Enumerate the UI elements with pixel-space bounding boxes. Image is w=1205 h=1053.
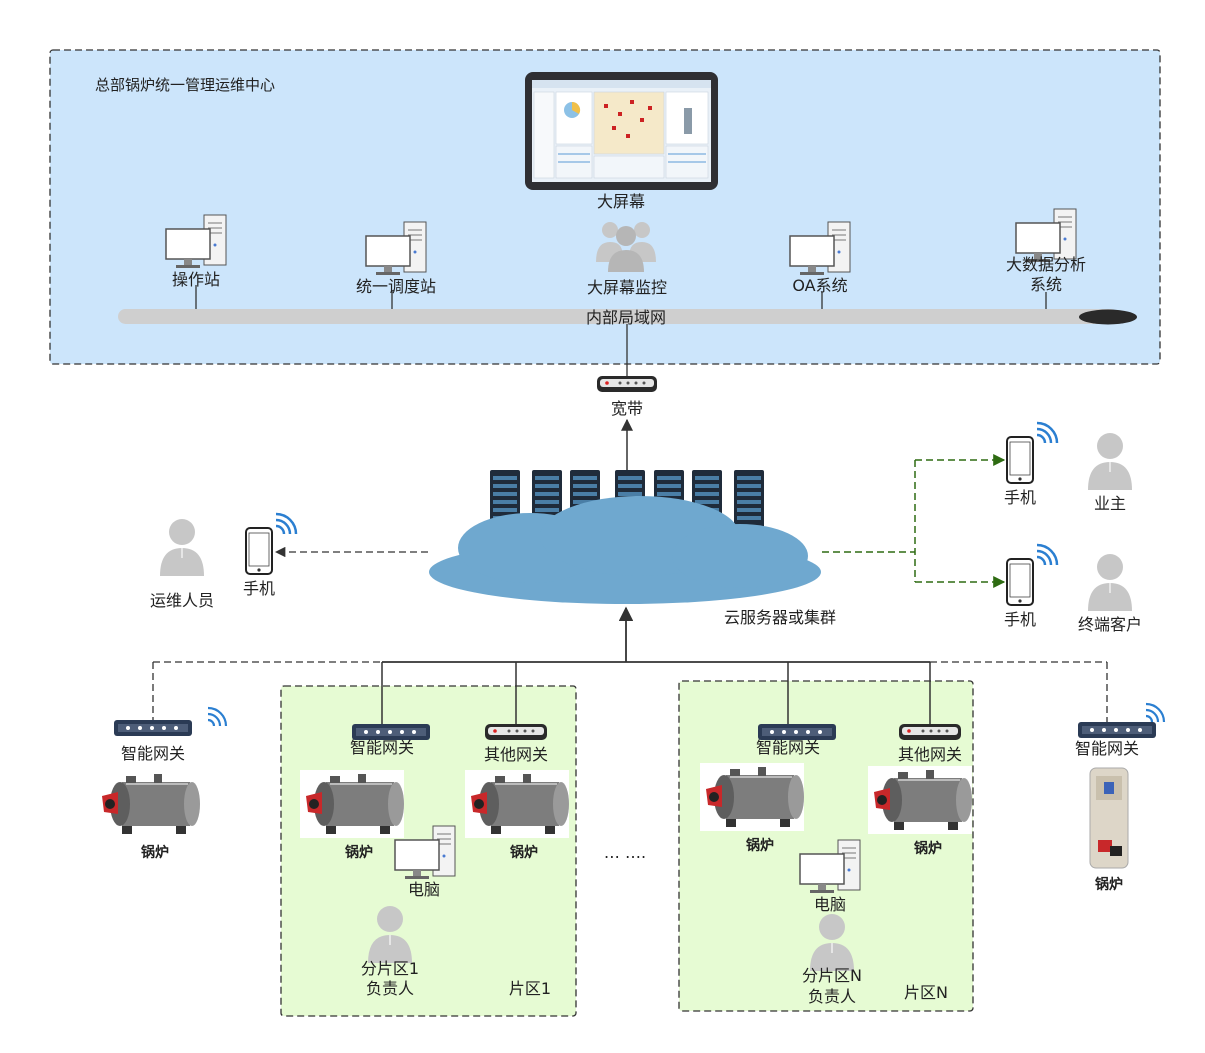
zone1-boiler-1-icon — [299, 769, 405, 839]
zonen-other-gateway-icon — [899, 724, 961, 740]
hq-title: 总部锅炉统一管理运维中心 — [95, 76, 275, 94]
left-smart-gateway-icon — [114, 720, 192, 736]
right-gateway-label: 智能网关 — [1075, 739, 1139, 758]
owner-label: 业主 — [1094, 494, 1126, 513]
owner-person-icon — [1087, 432, 1133, 491]
server-rack-7-icon — [734, 470, 764, 532]
zone1-name-label: 片区1 — [509, 979, 551, 998]
left-boiler-icon — [95, 769, 201, 839]
customer-person-icon — [1087, 553, 1133, 612]
zone1-gateway-label: 智能网关 — [350, 738, 414, 757]
zonen-gateway-label: 智能网关 — [756, 738, 820, 757]
zonen-manager-label-line2: 负责人 — [808, 987, 856, 1006]
zone1-other-gateway-label: 其他网关 — [484, 745, 548, 764]
customer-label: 终端客户 — [1078, 615, 1142, 634]
right-smart-gateway-icon — [1078, 722, 1156, 738]
zonen-manager-label-line1: 分片区N — [802, 966, 862, 985]
monitor-staff-group-icon — [596, 222, 656, 272]
cloud-label: 云服务器或集群 — [724, 608, 836, 627]
customer-phone-label: 手机 — [1004, 610, 1036, 629]
lan-label: 内部局域网 — [586, 308, 666, 327]
broadband-router-icon — [597, 376, 657, 392]
owner-phone-label: 手机 — [1004, 488, 1036, 507]
zone1-other-gateway-icon — [485, 724, 547, 740]
zone1-boiler-1-label: 锅炉 — [345, 844, 373, 861]
big-screen-monitor — [525, 72, 718, 190]
cloud-shape — [429, 496, 821, 604]
zonen-boiler-1-icon — [699, 762, 805, 832]
zonen-name-label: 片区N — [904, 983, 948, 1002]
lan-bar — [118, 309, 1118, 324]
station-bigdata-label-line1: 大数据分析 — [1006, 255, 1086, 274]
zonen-other-gateway-label: 其他网关 — [898, 745, 962, 764]
zone1-boiler-2-label: 锅炉 — [510, 844, 538, 861]
zones-ellipsis: … …. — [604, 843, 646, 862]
station-bigdata-label-line2: 系统 — [1030, 275, 1062, 294]
broadband-label: 宽带 — [611, 399, 643, 418]
big-screen-label: 大屏幕 — [597, 192, 645, 211]
zone1-boiler-2-icon — [464, 769, 570, 839]
ops-phone-label: 手机 — [243, 579, 275, 598]
ops-phone-icon — [244, 512, 298, 576]
lan-bar-end — [1079, 309, 1137, 325]
right-vertical-boiler-icon — [1089, 767, 1129, 869]
zone1-computer-label: 电脑 — [408, 880, 440, 899]
station-monitor-label: 大屏幕监控 — [587, 278, 667, 297]
station-operator-label: 操作站 — [172, 270, 220, 289]
station-oa-label: OA系统 — [792, 276, 847, 295]
customer-phone-icon — [1005, 543, 1059, 607]
zonen-boiler-2-icon — [867, 765, 973, 835]
right-boiler-label: 锅炉 — [1095, 876, 1123, 893]
zonen-boiler-2-label: 锅炉 — [914, 840, 942, 857]
owner-phone-icon — [1005, 421, 1059, 485]
left-gateway-wifi-icon — [207, 706, 228, 727]
zonen-boiler-1-label: 锅炉 — [746, 837, 774, 854]
ops-staff-label: 运维人员 — [150, 591, 214, 610]
hq-region — [49, 49, 1161, 365]
right-gateway-wifi-icon — [1145, 702, 1166, 723]
zone1-manager-label-line1: 分片区1 — [361, 959, 419, 978]
station-dispatch-label: 统一调度站 — [356, 277, 436, 296]
left-boiler-label: 锅炉 — [141, 844, 169, 861]
zonen-computer-label: 电脑 — [814, 895, 846, 914]
left-gateway-label: 智能网关 — [121, 744, 185, 763]
ops-staff-person-icon — [159, 518, 205, 577]
zone1-manager-label-line2: 负责人 — [366, 979, 414, 998]
